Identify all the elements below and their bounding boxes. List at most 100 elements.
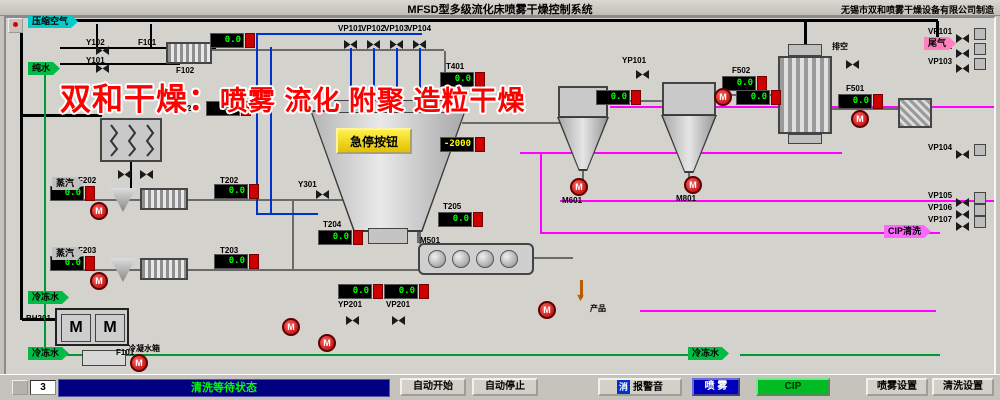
readout-alarm-indicator bbox=[475, 72, 485, 87]
tag-label: F502 bbox=[732, 66, 751, 75]
title-bar: MFSD型多级流化床喷雾干燥控制系统 无锡市双和喷雾干燥设备有限公司制造 bbox=[0, 0, 1000, 16]
valve-icon bbox=[96, 60, 109, 73]
digital-readout: 0.0 bbox=[214, 254, 259, 269]
tag-label: Y102 bbox=[86, 38, 105, 47]
valve-actuator-icon bbox=[974, 204, 986, 216]
pipe-line bbox=[292, 201, 294, 269]
valve-actuator-icon bbox=[974, 144, 986, 156]
readout-value: 0.0 bbox=[210, 33, 244, 48]
pipe-line bbox=[44, 354, 690, 356]
pump-icon: M bbox=[714, 88, 732, 106]
alarm-mute-button[interactable]: 消报警音 bbox=[598, 378, 682, 396]
tag-label: VP104 bbox=[407, 24, 432, 33]
valve-actuator-icon bbox=[974, 43, 986, 55]
digital-readout: 0.0 bbox=[838, 94, 883, 109]
flow-tag: 冷冻水 bbox=[688, 347, 729, 360]
pipe-line bbox=[70, 199, 418, 201]
pipe-line bbox=[804, 19, 807, 46]
condenser-cap bbox=[788, 44, 822, 56]
tag-label: Y301 bbox=[298, 180, 317, 189]
fluid-bed-roller bbox=[476, 250, 494, 268]
spray-settings-button[interactable]: 喷雾设置 bbox=[866, 378, 928, 396]
readout-value: 0.0 bbox=[384, 284, 418, 299]
tag-label: 产品 bbox=[590, 304, 606, 313]
cyclone-2-body bbox=[662, 82, 716, 116]
pipe-line bbox=[533, 257, 573, 259]
clean-settings-button[interactable]: 清洗设置 bbox=[932, 378, 994, 396]
page-title: MFSD型多级流化床喷雾干燥控制系统 bbox=[407, 4, 593, 16]
valve-icon bbox=[316, 186, 329, 199]
readout-value: 0.0 bbox=[736, 90, 770, 105]
watermark-brand: 双和干燥： bbox=[60, 82, 220, 117]
tag-label: M601 bbox=[562, 196, 583, 205]
valve-actuator-icon bbox=[974, 58, 986, 70]
pipe-line bbox=[560, 200, 994, 202]
readout-alarm-indicator bbox=[249, 254, 259, 269]
pump-icon: M bbox=[282, 318, 300, 336]
pipe-line bbox=[350, 48, 352, 100]
valve-icon bbox=[956, 194, 969, 207]
condenser-column bbox=[778, 56, 832, 134]
pipe-line bbox=[150, 24, 152, 48]
pump-icon: M bbox=[570, 178, 588, 196]
valve-actuator-icon bbox=[974, 216, 986, 228]
fan-motor-icon: M bbox=[61, 314, 91, 342]
auto-stop-button[interactable]: 自动停止 bbox=[472, 378, 538, 396]
auto-start-button[interactable]: 自动开始 bbox=[400, 378, 466, 396]
spray-mode-button[interactable]: 喷 雾 bbox=[692, 378, 740, 396]
pipe-line bbox=[20, 28, 23, 320]
status-banner: 清洗等待状态 bbox=[58, 379, 390, 397]
readout-value: 0.0 bbox=[338, 284, 372, 299]
valve-icon bbox=[413, 36, 426, 49]
valve-icon bbox=[118, 166, 131, 179]
readout-value: -2000 bbox=[440, 137, 474, 152]
brand-watermark: 双和干燥：喷雾 流化 附聚 造粒干燥 bbox=[60, 74, 526, 119]
pipe-line bbox=[256, 33, 422, 35]
tag-label: YP201 bbox=[338, 300, 363, 309]
valve-icon bbox=[367, 36, 380, 49]
emergency-stop-button[interactable]: 急停按钮 bbox=[336, 128, 412, 154]
digital-readout: 0.0 bbox=[210, 33, 255, 48]
tag-label: F101 bbox=[138, 38, 157, 47]
valve-icon bbox=[956, 45, 969, 58]
pipe-line bbox=[540, 232, 940, 234]
pipe-line bbox=[22, 318, 56, 321]
pipe-line bbox=[22, 114, 102, 117]
readout-value: 0.0 bbox=[214, 254, 248, 269]
digital-readout: 0.0 bbox=[214, 184, 259, 199]
readout-alarm-indicator bbox=[873, 94, 883, 109]
tag-label: F501 bbox=[846, 84, 865, 93]
pipe-line bbox=[419, 230, 421, 244]
tag-label: T202 bbox=[220, 176, 239, 185]
digital-readout: 0.0 bbox=[736, 90, 781, 105]
tag-label: F203 bbox=[78, 246, 97, 255]
tag-label: BH201 bbox=[26, 314, 51, 323]
control-bar: 3 清洗等待状态 自动开始 自动停止 消报警音 喷 雾 CIP 喷雾设置 清洗设… bbox=[0, 374, 1000, 400]
cip-mode-button[interactable]: CIP bbox=[756, 378, 830, 396]
pipe-line bbox=[832, 108, 898, 110]
condensate-tank bbox=[82, 350, 126, 366]
fluid-bed-roller bbox=[452, 250, 470, 268]
flow-tag: 冷冻水 bbox=[28, 291, 69, 304]
readout-alarm-indicator bbox=[245, 33, 255, 48]
pipe-line bbox=[740, 354, 940, 356]
pipe-line bbox=[582, 168, 584, 180]
valve-icon bbox=[636, 66, 649, 79]
tag-label: ▼ bbox=[575, 292, 586, 304]
watermark-slogan: 喷雾 流化 附聚 造粒干燥 bbox=[220, 86, 526, 116]
tag-label: Y101 bbox=[86, 56, 105, 65]
pump-icon: M bbox=[90, 272, 108, 290]
valve-icon bbox=[956, 146, 969, 159]
tag-label: T203 bbox=[220, 246, 239, 255]
pump-icon: M bbox=[90, 202, 108, 220]
pipe-line bbox=[936, 21, 939, 40]
readout-alarm-indicator bbox=[249, 184, 259, 199]
digital-readout: 0.0 bbox=[438, 212, 483, 227]
valve-icon bbox=[344, 36, 357, 49]
pipe-line bbox=[212, 49, 444, 51]
tower-top-cap bbox=[328, 100, 448, 113]
pipe-line bbox=[130, 162, 132, 190]
readout-alarm-indicator bbox=[771, 90, 781, 105]
air-heater bbox=[166, 42, 212, 64]
tag-label: T205 bbox=[443, 202, 462, 211]
